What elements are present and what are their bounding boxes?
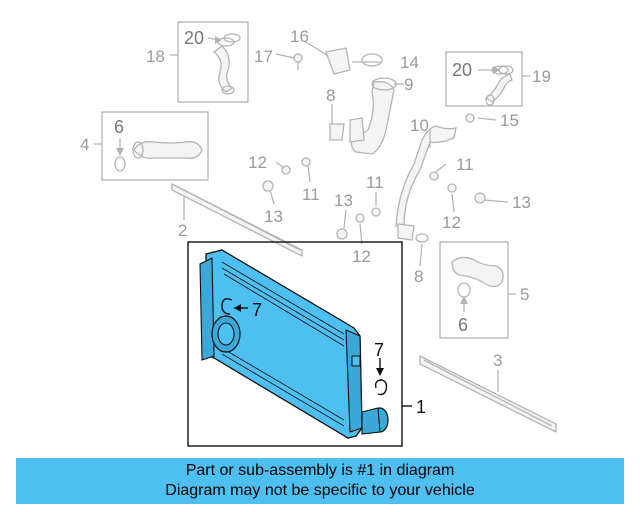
bolt-13a [262,180,274,192]
bolt-17 [293,53,303,63]
sensor-16 [325,47,351,75]
info-banner: Part or sub-assembly is #1 in diagram Di… [16,458,624,504]
callout-7-right: 7 [374,340,384,360]
callout-12-b: 12 [352,247,371,266]
bolt-15 [465,113,475,123]
clamp-20a [223,33,241,43]
callout-8-upper: 8 [326,86,335,105]
small-hardware [223,33,509,243]
callout-10: 10 [410,116,429,135]
banner-line-2: Diagram may not be specific to your vehi… [165,482,475,499]
callout-13-c: 13 [512,193,531,212]
inset-box-hose-5 [439,241,509,339]
main-part-box [187,241,403,447]
callout-12-a: 12 [248,153,267,172]
pipe-10 [395,125,457,241]
hose-4 [114,141,203,172]
callout-17: 17 [254,47,273,66]
callout-12-c: 12 [442,213,461,232]
hose-18 [212,37,235,95]
callout-8-lower: 8 [414,267,423,286]
callout-6-upper: 6 [114,117,124,137]
parts-diagram: 1 2 3 4 5 6 6 7 7 8 8 9 10 11 11 11 12 1… [80,21,557,447]
callout-4: 4 [80,135,89,154]
clip-7-left [221,298,248,315]
callout-20-a: 20 [184,28,204,48]
nut-11c [429,171,439,181]
callout-19: 19 [532,67,551,86]
hose-5 [451,256,504,298]
callout-11-c: 11 [456,155,474,174]
callout-20-b: 20 [452,60,472,80]
clamp-14 [361,53,383,67]
bolt-12c [447,183,457,193]
callout-1: 1 [416,397,426,417]
callout-2: 2 [178,221,187,240]
inset-box-hose-4 [101,111,209,181]
pipe-9 [349,77,397,155]
inset-box-hose-18 [177,21,249,103]
callout-18: 18 [146,47,165,66]
bolt-13b [336,228,348,240]
callout-14: 14 [400,53,419,72]
callout-15: 15 [500,111,519,130]
callout-5: 5 [520,285,529,304]
clamp-20b [491,65,509,75]
clip-8b [415,233,429,243]
trim-strip-2 [171,182,303,258]
nut-11b [371,207,381,217]
intercooler-part-1[interactable] [199,249,389,439]
banner-line-1: Part or sub-assembly is #1 in diagram [185,462,455,479]
callout-9: 9 [404,75,413,94]
callout-11-b: 11 [366,173,384,192]
hose-19 [484,65,514,106]
trim-strip-3 [419,354,557,434]
callout-13-b: 13 [334,191,353,210]
callout-16: 16 [290,27,309,46]
bracket-8a [329,123,345,141]
callout-6-lower: 6 [458,315,468,335]
bolt-12b [355,213,365,223]
inset-box-hose-19 [445,51,523,107]
bolt-13c [474,192,486,204]
callout-7-left: 7 [252,300,262,320]
callout-11-a: 11 [302,185,320,204]
nut-11a [301,157,311,167]
clip-7-right [374,358,388,396]
callout-13-a: 13 [264,207,283,226]
callout-3: 3 [493,351,502,370]
